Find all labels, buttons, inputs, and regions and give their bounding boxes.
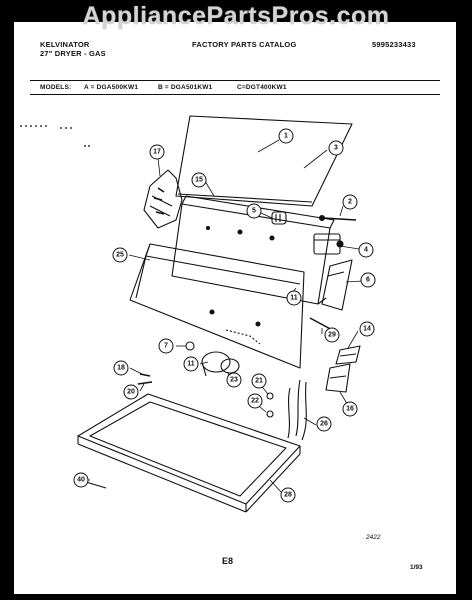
model-c: C=DGT400KW1 xyxy=(237,84,287,91)
page-number: E8 xyxy=(222,556,234,566)
callout-21: 21 xyxy=(255,378,263,385)
catalog-number: 5995233433 xyxy=(372,40,416,49)
callout-11-lower: 11 xyxy=(187,361,195,368)
callout-3: 3 xyxy=(334,145,338,152)
callout-17: 17 xyxy=(153,149,161,156)
callout-40: 40 xyxy=(77,477,85,484)
callout-18: 18 xyxy=(117,365,125,372)
leader-lines xyxy=(86,139,363,494)
part-top-lid xyxy=(129,243,305,369)
callout-7: 7 xyxy=(164,343,168,350)
part-nut xyxy=(185,341,195,351)
callout-20: 20 xyxy=(127,389,135,396)
callout-15: 15 xyxy=(195,177,203,184)
callout-29: 29 xyxy=(328,332,336,339)
part-door-switch xyxy=(335,345,361,365)
header-rule-top xyxy=(30,80,440,81)
callout-4: 4 xyxy=(364,247,368,254)
watermark: AppliancePartsPros.com xyxy=(82,2,390,30)
header-rule-bottom xyxy=(30,94,440,95)
model-b: B = DGA501KW1 xyxy=(158,84,213,91)
part-wire-harness xyxy=(266,379,307,441)
callout-26: 26 xyxy=(320,421,328,428)
part-control-bracket xyxy=(143,169,183,229)
brand-name: KELVINATOR xyxy=(40,40,90,49)
part-lint-housing xyxy=(201,351,240,377)
callout-2: 2 xyxy=(348,199,352,206)
callout-14: 14 xyxy=(363,326,371,333)
part-timer-knob xyxy=(271,211,287,225)
models-label: MODELS: xyxy=(40,84,72,91)
catalog-title: FACTORY PARTS CATALOG xyxy=(192,40,297,49)
callout-16: 16 xyxy=(346,406,354,413)
scan-artifact xyxy=(20,125,92,147)
callout-6: 6 xyxy=(366,277,370,284)
part-hinge xyxy=(137,373,153,385)
revision-date: 1/93 xyxy=(410,564,423,571)
callout-25: 25 xyxy=(116,252,124,259)
part-top-panel xyxy=(175,115,353,207)
callout-11-upper: 11 xyxy=(290,295,298,302)
drawing-id: 2422 xyxy=(366,534,381,541)
product-name: 27" DRYER - GAS xyxy=(40,49,106,58)
callout-23: 23 xyxy=(230,377,238,384)
part-cabinet-frame xyxy=(77,393,301,513)
part-timer xyxy=(313,233,344,255)
callout-28: 28 xyxy=(284,492,292,499)
callout-5: 5 xyxy=(252,208,256,215)
callout-22: 22 xyxy=(251,398,259,405)
catalog-page xyxy=(14,22,456,594)
model-a: A = DGA500KW1 xyxy=(84,84,139,91)
part-end-cap xyxy=(321,259,353,311)
part-console-panel xyxy=(171,195,335,305)
callout-circles xyxy=(73,128,376,503)
part-switch-bracket xyxy=(325,363,351,393)
callout-1: 1 xyxy=(284,133,288,140)
